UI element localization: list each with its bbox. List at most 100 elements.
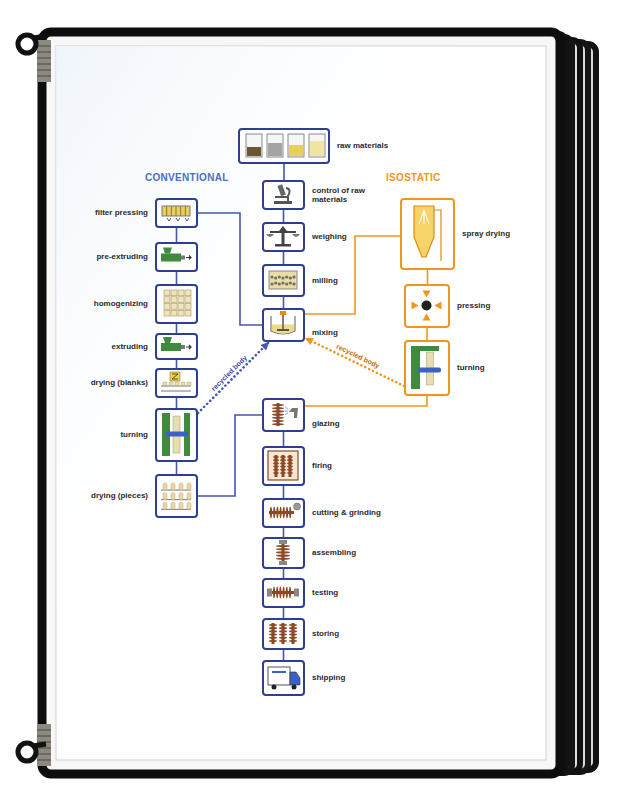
process-box: filter pressing	[155, 198, 198, 228]
process-box: weighing	[262, 222, 305, 252]
process-box: homogenizing	[155, 284, 198, 324]
mill-ball	[281, 276, 284, 279]
insulator-shed	[273, 507, 275, 519]
insulator-shed	[272, 407, 284, 409]
process-icon	[264, 182, 302, 207]
flow-line	[176, 360, 178, 368]
body-block	[171, 310, 177, 316]
flow-line	[283, 486, 285, 498]
process-icon	[264, 266, 302, 294]
paper-sheet	[56, 46, 546, 760]
metal-cap	[279, 561, 287, 565]
body-block	[178, 310, 184, 316]
insulator-shed	[269, 624, 277, 626]
body-block	[164, 304, 170, 310]
lathe-tool	[418, 368, 441, 373]
blank-piece	[163, 382, 167, 386]
press-mould	[422, 301, 432, 311]
body-block	[171, 290, 177, 296]
truck-wheel	[292, 685, 297, 690]
mill-ball	[285, 282, 288, 285]
step-label: extruding	[112, 342, 148, 351]
mill-drum	[269, 271, 297, 289]
process-box: storing	[262, 618, 305, 650]
insulator-shed	[287, 459, 293, 461]
insulator-shed	[279, 630, 287, 632]
insulator-shed	[283, 587, 285, 599]
mill-ball	[289, 281, 292, 284]
hinge-ridges	[37, 46, 51, 76]
process-icon	[264, 310, 302, 339]
insulator-shed	[287, 469, 293, 471]
mill-ball	[274, 276, 277, 279]
glaze-spray	[284, 407, 288, 415]
insulator-shed	[289, 637, 297, 639]
spray-jet	[419, 210, 429, 224]
flow-line	[283, 569, 285, 578]
insulator-shed	[272, 404, 284, 406]
process-icon	[264, 620, 302, 647]
piece	[179, 502, 183, 509]
press-force	[412, 302, 419, 310]
body-block	[164, 310, 170, 316]
process-icon	[157, 476, 195, 515]
process-box: milling	[262, 264, 305, 297]
insulator-shed	[269, 630, 277, 632]
process-icon	[406, 342, 447, 393]
piece	[171, 493, 175, 500]
process-box: testing	[262, 578, 305, 608]
insulator-shed	[280, 469, 286, 471]
insulator-shed	[272, 417, 284, 419]
insulator-shed	[283, 507, 285, 519]
filter-plate	[166, 206, 167, 216]
body-block	[178, 290, 184, 296]
step-label: turning	[120, 430, 148, 439]
material-fill	[268, 143, 282, 156]
insulator-shed	[276, 545, 290, 547]
insulator-shed	[270, 507, 272, 519]
extruder-body	[161, 254, 181, 262]
insulator-shed	[273, 459, 279, 461]
insulator-shed	[287, 472, 293, 474]
mill-ball	[278, 282, 281, 285]
step-label: storing	[312, 629, 339, 638]
material-bin	[267, 134, 283, 157]
back-panel	[54, 40, 580, 772]
process-box: cutting & grinding	[262, 498, 305, 528]
insulator-shed	[279, 634, 287, 636]
extruder-body	[161, 343, 181, 351]
blank-piece	[169, 382, 173, 386]
microscope-stage	[275, 196, 287, 198]
insulator-shed	[276, 558, 290, 560]
truck-stripe	[272, 671, 286, 673]
metal-cap	[279, 540, 287, 544]
step-label: glazing	[312, 419, 340, 428]
front-frame	[42, 32, 560, 774]
body-block	[171, 304, 177, 310]
body-block	[185, 310, 191, 316]
insulator-shed	[273, 462, 279, 464]
step-label: raw materials	[337, 141, 388, 150]
insulator-shed	[273, 587, 275, 599]
piece	[163, 483, 167, 490]
insulator-shed	[273, 472, 279, 474]
process-icon	[264, 662, 302, 693]
step-label: shipping	[312, 673, 345, 682]
process-box: extruding	[155, 333, 198, 360]
process-icon	[157, 286, 195, 321]
process-box: drying (pieces)	[155, 474, 198, 518]
process-box: control of raw materials	[262, 180, 305, 210]
process-box: pre-extruding	[155, 242, 198, 272]
body-block	[178, 297, 184, 303]
flow-line	[283, 432, 285, 446]
microscope-base	[274, 201, 292, 204]
step-label: filter pressing	[95, 208, 148, 217]
extruder-hopper	[163, 248, 172, 254]
flow-line	[283, 608, 285, 618]
test-clamp	[294, 589, 299, 597]
process-box: turning	[155, 408, 198, 462]
insulator-shed	[276, 555, 290, 557]
hinge-strip	[37, 40, 51, 82]
insulator-shed	[269, 640, 277, 642]
piece	[171, 502, 175, 509]
